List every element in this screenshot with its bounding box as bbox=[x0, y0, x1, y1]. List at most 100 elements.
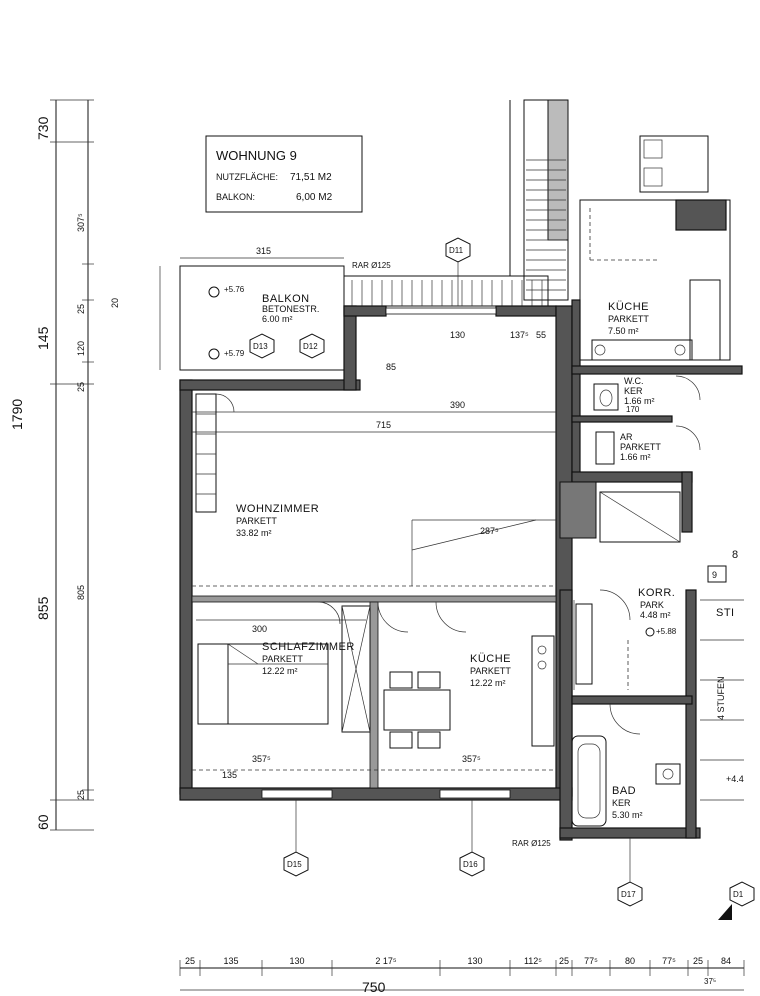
tag-d12: D12 bbox=[303, 342, 318, 351]
korr-name: KORR. bbox=[638, 587, 675, 599]
dim-20: 20 bbox=[110, 298, 120, 308]
wohnzimmer-name: WOHNZIMMER bbox=[236, 503, 319, 515]
bottom-dim-part: 84 bbox=[721, 956, 731, 966]
number-9: 9 bbox=[712, 570, 717, 580]
number-8: 8 bbox=[732, 549, 739, 561]
dim-130-top: 130 bbox=[450, 330, 465, 340]
tag-d16: D16 bbox=[463, 860, 478, 869]
bottom-dim-part: 112⁵ bbox=[524, 956, 542, 966]
dim-307: 307⁵ bbox=[76, 213, 86, 232]
dim-730: 730 bbox=[35, 116, 51, 140]
dim-137: 137⁵ bbox=[510, 330, 529, 340]
bad-floor: KER bbox=[612, 798, 631, 808]
dim-145: 145 bbox=[35, 326, 51, 350]
north-arrow-icon bbox=[718, 904, 732, 920]
bad-name: BAD bbox=[612, 785, 636, 797]
tag-d11: D11 bbox=[449, 246, 464, 255]
dim-300: 300 bbox=[252, 624, 267, 634]
level-579: +5.79 bbox=[224, 349, 245, 358]
right-edge-stair bbox=[700, 565, 744, 801]
ar-name: AR bbox=[620, 432, 633, 442]
right-wing-walls bbox=[559, 299, 743, 841]
bottom-dimension-chain bbox=[179, 960, 745, 991]
section-tags: D11 D12 D13 D15 D16 D17 D1 bbox=[249, 237, 755, 907]
wc-room bbox=[593, 375, 701, 411]
balcony: 315 BALKON BETONESTR. 6.00 m² +5.76 +5.7… bbox=[159, 246, 549, 371]
kueche2-area: 7.50 m² bbox=[608, 326, 639, 336]
dim-357b: 357⁵ bbox=[462, 754, 481, 764]
kitchen-top bbox=[579, 135, 731, 361]
dim-715: 715 bbox=[376, 420, 391, 430]
bottom-dim-part: 25 bbox=[559, 956, 569, 966]
wc-area: 1.66 m² bbox=[624, 396, 655, 406]
bottom-dim-part: 25 bbox=[185, 956, 195, 966]
info-balkon-value: 6,00 M2 bbox=[296, 192, 333, 203]
bottom-dim-part: 77⁵ bbox=[662, 956, 676, 966]
wc-name: W.C. bbox=[624, 376, 644, 386]
info-nutz-value: 71,51 M2 bbox=[290, 172, 332, 183]
korr-area: 4.48 m² bbox=[640, 610, 671, 620]
tag-d15: D15 bbox=[287, 860, 302, 869]
stair-shaft bbox=[509, 99, 569, 301]
dim-total-horizontal: 750 bbox=[362, 979, 386, 995]
dim-60: 60 bbox=[35, 814, 51, 830]
kueche-name: KÜCHE bbox=[470, 653, 511, 665]
balkon-floor: BETONESTR. bbox=[262, 304, 319, 314]
ar-room bbox=[595, 425, 701, 465]
dim-390: 390 bbox=[450, 400, 465, 410]
kitchen-dining bbox=[383, 601, 555, 749]
schlafzimmer-area: 12.22 m² bbox=[262, 666, 298, 676]
living-room-furniture bbox=[195, 393, 537, 586]
bottom-dim-part: 135 bbox=[223, 956, 238, 966]
kueche-floor: PARKETT bbox=[470, 666, 511, 676]
rar-label-top: RAR Ø125 bbox=[352, 261, 391, 270]
stufen-label: 4 STUFEN bbox=[716, 676, 726, 720]
kueche-area: 12.22 m² bbox=[470, 678, 506, 688]
info-nutz-label: NUTZFLÄCHE: bbox=[216, 172, 278, 182]
left-dimension-chain: 1790 730 145 855 60 307⁵ 25 120 25 805 2… bbox=[9, 99, 120, 831]
stiege-label: STI bbox=[716, 607, 735, 619]
wohnzimmer-floor: PARKETT bbox=[236, 516, 277, 526]
bathroom bbox=[571, 703, 681, 827]
dim-37: 37⁵ bbox=[704, 977, 716, 986]
bottom-dim-part: 130 bbox=[467, 956, 482, 966]
dim-805: 805 bbox=[76, 585, 86, 600]
dim-315: 315 bbox=[256, 246, 271, 256]
dim-357a: 357⁵ bbox=[252, 754, 271, 764]
bedroom bbox=[197, 601, 409, 733]
balkon-name: BALKON bbox=[262, 293, 310, 305]
bottom-dim-part: 80 bbox=[625, 956, 635, 966]
exterior-walls bbox=[179, 305, 573, 801]
dim-25a: 25 bbox=[76, 304, 86, 314]
dim-25b: 25 bbox=[76, 382, 86, 392]
bottom-dim-part: 25 bbox=[693, 956, 703, 966]
kueche2-name: KÜCHE bbox=[608, 301, 649, 313]
level-576: +5.76 bbox=[224, 285, 245, 294]
dim-total-vertical: 1790 bbox=[9, 399, 25, 430]
dim-120: 120 bbox=[76, 341, 86, 356]
ar-area: 1.66 m² bbox=[620, 452, 651, 462]
dim-55: 55 bbox=[536, 330, 546, 340]
dim-25c: 25 bbox=[76, 790, 86, 800]
korr-floor: PARK bbox=[640, 600, 664, 610]
dim-855: 855 bbox=[35, 596, 51, 620]
wohnzimmer-area: 33.82 m² bbox=[236, 528, 272, 538]
kueche2-floor: PARKETT bbox=[608, 314, 649, 324]
tag-d13: D13 bbox=[253, 342, 268, 351]
living-room-dimensions: 390 715 130 137⁵ 85 287⁵ 300 357⁵ 357⁵ 1… bbox=[192, 330, 556, 780]
ar-floor: PARKETT bbox=[620, 442, 661, 452]
tag-d17: D17 bbox=[621, 890, 636, 899]
tag-d1x: D1 bbox=[733, 890, 744, 899]
info-box: WOHNUNG 9 NUTZFLÄCHE: 71,51 M2 BALKON: 6… bbox=[205, 135, 363, 213]
info-title: WOHNUNG 9 bbox=[216, 148, 297, 163]
bad-area: 5.30 m² bbox=[612, 810, 643, 820]
level-588: +5.88 bbox=[656, 627, 677, 636]
level-44: +4.4 bbox=[726, 774, 744, 784]
dim-135: 135 bbox=[222, 770, 237, 780]
wc-floor: KER bbox=[624, 386, 643, 396]
bottom-dim-part: 130 bbox=[289, 956, 304, 966]
schlafzimmer-name: SCHLAFZIMMER bbox=[262, 641, 355, 653]
dim-170: 170 bbox=[626, 405, 640, 414]
balkon-area: 6.00 m² bbox=[262, 314, 293, 324]
